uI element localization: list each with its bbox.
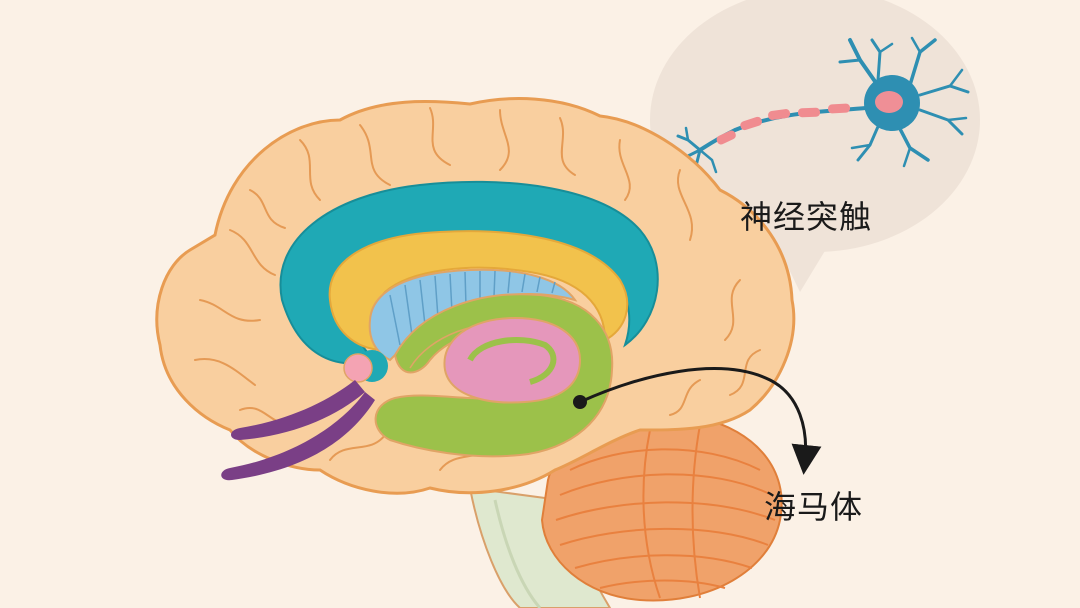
myelin-sheath (716, 103, 851, 145)
hippocampus-label: 海马体 (764, 488, 864, 526)
neuron-soma (864, 75, 920, 131)
synapse-bubble (650, 0, 980, 292)
thalamus (443, 316, 582, 404)
synapse-label: 神经突触 (740, 198, 873, 236)
cerebellum (540, 414, 783, 602)
olfactory-tract (221, 380, 375, 481)
neuron-icon (670, 36, 970, 180)
mammillary-node (343, 350, 388, 383)
pointer-arrow-icon (573, 367, 822, 475)
